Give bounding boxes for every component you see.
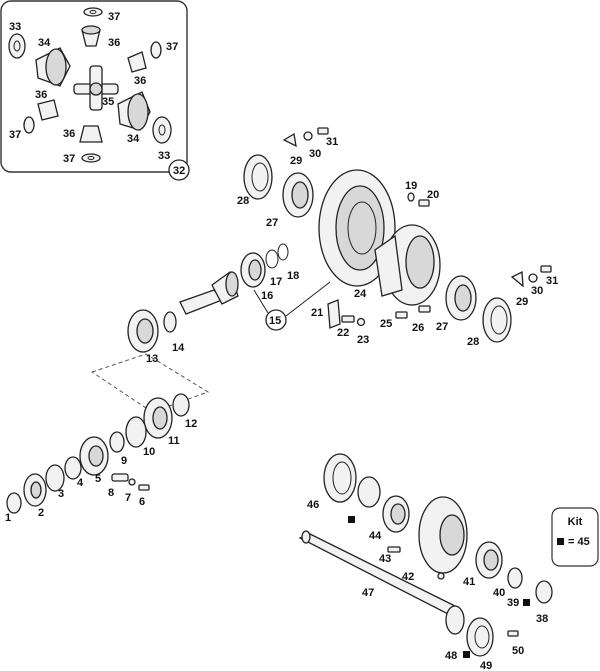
part-label: 10 bbox=[143, 446, 155, 458]
part-label: 43 bbox=[379, 553, 391, 565]
part-label: 49 bbox=[480, 660, 492, 671]
part-label: 37 bbox=[63, 153, 75, 165]
kit-marker-icon bbox=[463, 651, 470, 658]
part-label: 37 bbox=[166, 41, 178, 53]
kit-marker-icon bbox=[557, 538, 564, 545]
part-label: 22 bbox=[337, 327, 349, 339]
part-label: 26 bbox=[412, 322, 424, 334]
part-label: 36 bbox=[35, 89, 47, 101]
part-label: 20 bbox=[427, 189, 439, 201]
part-label: 36 bbox=[108, 37, 120, 49]
pinion-shaft-assembly bbox=[127, 243, 331, 353]
part-label: 2 bbox=[38, 507, 44, 519]
part-label: 25 bbox=[380, 318, 392, 330]
part-label: 13 bbox=[146, 353, 158, 365]
part-label: 27 bbox=[266, 217, 278, 229]
part-label: 29 bbox=[516, 296, 528, 308]
part-label: 31 bbox=[546, 275, 558, 287]
axle-hub-assembly bbox=[298, 453, 553, 657]
part-label: 32 bbox=[173, 165, 185, 177]
part-label: 4 bbox=[77, 477, 84, 489]
part-label: 12 bbox=[185, 418, 197, 430]
kit-title: Kit bbox=[568, 516, 583, 528]
part-label: 17 bbox=[270, 276, 282, 288]
part-label: 33 bbox=[9, 21, 21, 33]
part-label: 36 bbox=[134, 75, 146, 87]
part-label: 21 bbox=[311, 307, 323, 319]
part-label: 15 bbox=[269, 315, 281, 327]
part-label: 39 bbox=[507, 597, 519, 609]
part-label: 37 bbox=[9, 129, 21, 141]
part-label: 30 bbox=[531, 285, 543, 297]
part-label: 42 bbox=[402, 571, 414, 583]
part-label: 16 bbox=[261, 290, 273, 302]
kit-legend: Kit = 45 bbox=[551, 507, 599, 567]
ring-gear-assembly bbox=[243, 127, 552, 343]
part-label: 6 bbox=[139, 496, 145, 508]
part-label: 14 bbox=[172, 342, 185, 354]
part-label: 28 bbox=[237, 195, 249, 207]
part-label: 19 bbox=[405, 180, 417, 192]
part-label: 40 bbox=[493, 587, 505, 599]
part-label: 11 bbox=[168, 435, 180, 447]
part-label: 1 bbox=[5, 512, 11, 524]
part-label: 7 bbox=[125, 492, 131, 504]
part-label: 30 bbox=[309, 148, 321, 160]
part-label: 36 bbox=[63, 128, 75, 140]
input-yoke-assembly bbox=[6, 393, 190, 514]
part-label: 18 bbox=[287, 270, 299, 282]
grouping-outline bbox=[90, 353, 210, 413]
kit-marker-icon bbox=[523, 599, 530, 606]
part-label: 5 bbox=[95, 473, 101, 485]
inset-differential-gears bbox=[0, 0, 190, 181]
part-label: 46 bbox=[307, 499, 319, 511]
part-label: 48 bbox=[445, 650, 457, 662]
part-label: 8 bbox=[108, 487, 114, 499]
part-labels: 1 2 3 4 5 6 7 8 9 10 11 12 13 14 15 16 1… bbox=[5, 11, 558, 671]
part-label: 3 bbox=[58, 488, 64, 500]
part-label: 33 bbox=[158, 150, 170, 162]
part-label: 35 bbox=[102, 96, 114, 108]
part-label: 24 bbox=[354, 288, 367, 300]
part-label: 31 bbox=[326, 136, 338, 148]
kit-marker-icon bbox=[348, 516, 355, 523]
part-label: 37 bbox=[108, 11, 120, 23]
part-label: 34 bbox=[38, 37, 51, 49]
part-label: 9 bbox=[121, 455, 127, 467]
part-label: 47 bbox=[362, 587, 374, 599]
part-label: 38 bbox=[536, 613, 548, 625]
part-label: 34 bbox=[127, 133, 140, 145]
part-label: 41 bbox=[463, 576, 475, 588]
part-label: 27 bbox=[436, 321, 448, 333]
part-label: 28 bbox=[467, 336, 479, 348]
part-label: 50 bbox=[512, 645, 524, 657]
part-label: 44 bbox=[369, 530, 382, 542]
part-label: 29 bbox=[290, 155, 302, 167]
part-label: 23 bbox=[357, 334, 369, 346]
kit-legend-text: = 45 bbox=[568, 536, 590, 548]
